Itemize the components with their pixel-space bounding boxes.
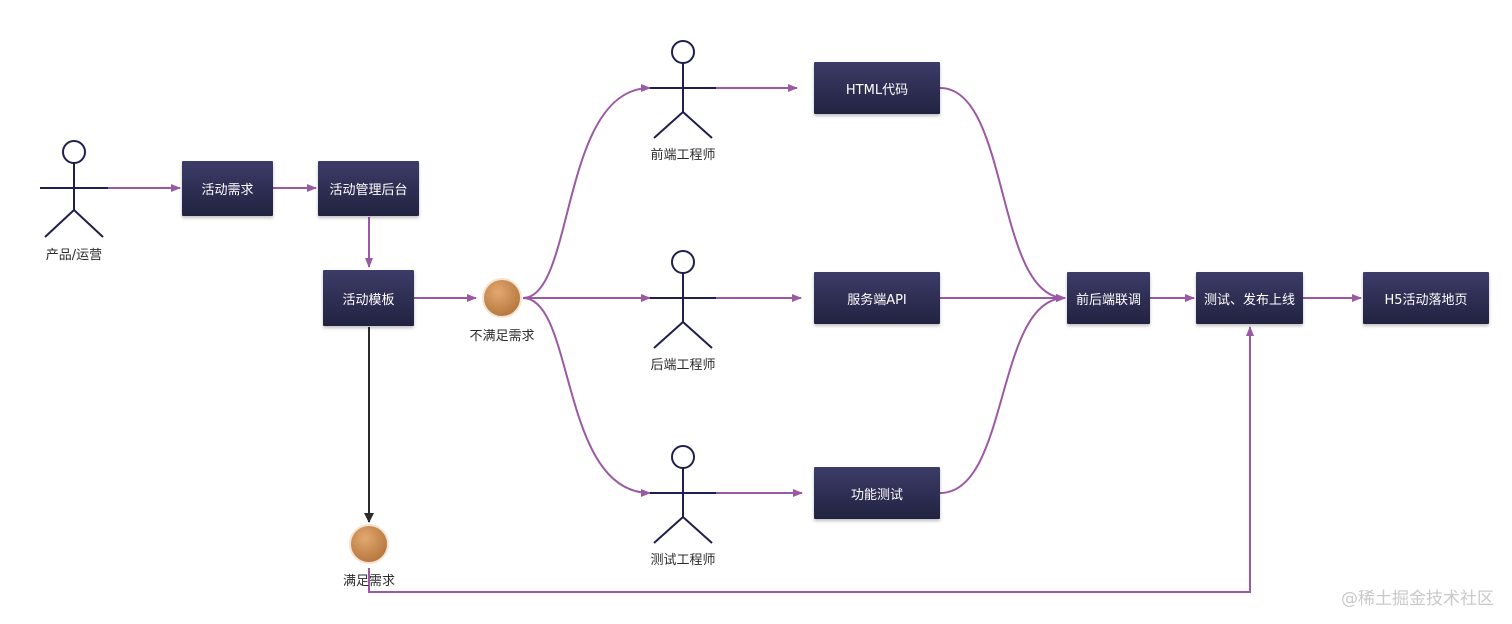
test-engineer-actor-icon	[650, 445, 716, 544]
activity-template-node: 活动模板	[323, 270, 414, 326]
backend-engineer-actor-icon	[650, 250, 716, 349]
h5-landing-node: H5活动落地页	[1363, 272, 1489, 324]
function-test-node: 功能测试	[814, 467, 940, 519]
backend-engineer-label: 后端工程师	[650, 358, 716, 373]
admin-backend-node: 活动管理后台	[318, 161, 419, 216]
watermark: @稀土掘金技术社区	[1341, 589, 1494, 609]
edge-html-to-integration	[939, 87, 1066, 302]
integration-node: 前后端联调	[1067, 272, 1150, 324]
not-satisfied-label: 不满足需求	[469, 329, 535, 344]
satisfied-decision-node	[349, 524, 389, 564]
product-ops-actor-icon	[40, 140, 108, 238]
activity-requirement-node: 活动需求	[182, 161, 273, 216]
not-satisfied-decision-node	[482, 278, 522, 318]
satisfied-label: 满足需求	[342, 574, 396, 589]
test-release-node: 测试、发布上线	[1196, 272, 1303, 324]
html-code-node: HTML代码	[814, 62, 940, 114]
edge-decision-to-tester	[522, 297, 651, 497]
edge-satisfied-to-release	[368, 326, 1254, 593]
edge-decision-to-frontend	[522, 84, 651, 299]
edge-test-to-integration	[939, 294, 1066, 494]
test-engineer-label: 测试工程师	[650, 553, 716, 568]
product-ops-label: 产品/运营	[45, 248, 103, 263]
frontend-engineer-actor-icon	[650, 40, 716, 139]
server-api-node: 服务端API	[814, 272, 940, 324]
frontend-engineer-label: 前端工程师	[650, 148, 716, 163]
